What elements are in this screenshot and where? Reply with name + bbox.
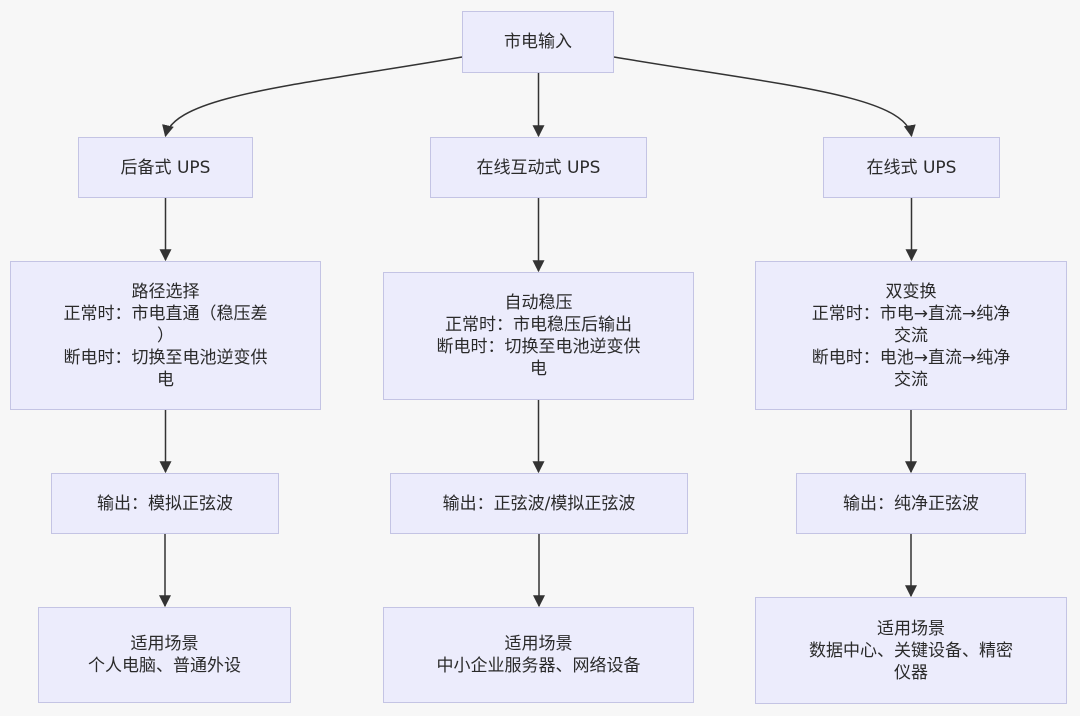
node-text-line: 电 bbox=[157, 369, 174, 390]
node-text-line: 断电时：切换至电池逆变供 bbox=[436, 337, 641, 357]
node-text-line: 适用场景 bbox=[504, 634, 573, 654]
node-type-line-interactive-ups: 在线互动式 UPS bbox=[430, 137, 647, 198]
node-text-line: 电 bbox=[530, 359, 547, 379]
node-principle-online: 双变换正常时：市电→直流→纯净交流断电时：电池→直流→纯净交流 bbox=[755, 261, 1067, 410]
node-text-line: 交流 bbox=[894, 325, 928, 346]
node-text-line: 正常时：市电→直流→纯净 bbox=[811, 303, 1011, 324]
node-type-online-ups: 在线式 UPS bbox=[823, 137, 1000, 198]
node-text-line: 在线互动式 UPS bbox=[476, 157, 601, 178]
edge-root-to-offline bbox=[162, 56, 463, 138]
node-text-line: 适用场景 bbox=[130, 634, 199, 654]
node-text-line: 路径选择 bbox=[131, 281, 200, 302]
node-output-line-interactive: 输出：正弦波/模拟正弦波 bbox=[390, 473, 688, 534]
node-text-line: 断电时：电池→直流→纯净 bbox=[811, 347, 1011, 368]
node-text-line: 在线式 UPS bbox=[866, 157, 957, 178]
node-scenario-online: 适用场景数据中心、关键设备、精密仪器 bbox=[755, 597, 1067, 704]
node-text-line: ） bbox=[157, 325, 174, 346]
node-text-line: 输出：正弦波/模拟正弦波 bbox=[442, 493, 636, 514]
node-text-line: 输出：纯净正弦波 bbox=[843, 493, 979, 514]
node-text-line: 断电时：切换至电池逆变供 bbox=[63, 347, 268, 368]
node-text-line: 仪器 bbox=[894, 662, 928, 683]
node-text-line: 正常时：市电直通（稳压差 bbox=[63, 303, 268, 324]
node-text-line: 输出：模拟正弦波 bbox=[97, 493, 233, 514]
node-type-offline-ups: 后备式 UPS bbox=[78, 137, 253, 198]
node-text-line: 自动稳压 bbox=[504, 293, 573, 313]
node-text-line: 交流 bbox=[894, 369, 928, 390]
node-output-online: 输出：纯净正弦波 bbox=[796, 473, 1026, 534]
node-text-line: 个人电脑、普通外设 bbox=[88, 656, 241, 676]
node-text-line: 适用场景 bbox=[877, 618, 945, 639]
node-scenario-line-interactive: 适用场景中小企业服务器、网络设备 bbox=[383, 607, 694, 703]
node-scenario-offline: 适用场景个人电脑、普通外设 bbox=[38, 607, 291, 703]
node-root-mains-input: 市电输入 bbox=[462, 11, 614, 73]
node-text-line: 中小企业服务器、网络设备 bbox=[436, 656, 641, 676]
edge-root-to-online bbox=[613, 56, 916, 138]
node-principle-offline: 路径选择正常时：市电直通（稳压差）断电时：切换至电池逆变供电 bbox=[10, 261, 321, 410]
node-principle-line-interactive: 自动稳压正常时：市电稳压后输出断电时：切换至电池逆变供电 bbox=[383, 272, 694, 400]
node-text-line: 后备式 UPS bbox=[120, 157, 211, 178]
node-text-line: 数据中心、关键设备、精密 bbox=[809, 640, 1013, 661]
node-text-line: 双变换 bbox=[885, 281, 937, 302]
node-text-line: 市电输入 bbox=[504, 32, 572, 52]
node-text-line: 正常时：市电稳压后输出 bbox=[445, 315, 632, 335]
node-output-offline: 输出：模拟正弦波 bbox=[51, 473, 279, 534]
